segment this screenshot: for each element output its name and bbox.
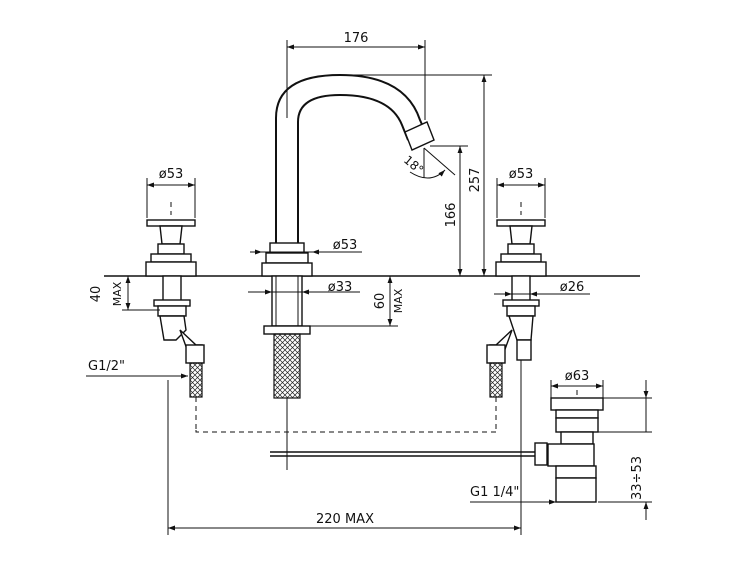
dim-deck-spout-max: MAX	[392, 288, 405, 313]
angle-line	[423, 147, 456, 176]
angle-arc	[409, 169, 446, 179]
waste-thread-label: G1 1/4"	[470, 485, 519, 500]
left-valve-body	[153, 275, 205, 430]
right-cross-handle	[495, 202, 547, 277]
dim-angle-label: 18°	[401, 153, 426, 177]
dim-left-handle-label: ø53	[159, 167, 184, 182]
dim-deck-left-label: 40	[89, 286, 104, 303]
dim-deck-spout-label: 60	[373, 293, 388, 310]
popup-rod	[270, 442, 548, 466]
dim-spout-shank-label: ø33	[328, 280, 353, 295]
dim-deck-left-max: MAX	[111, 281, 124, 306]
dim-right-shank-label: ø26	[560, 280, 585, 295]
dim-outlet-height-label: 166	[444, 203, 459, 228]
dim-right-handle-label: ø53	[509, 167, 534, 182]
right-valve-body	[486, 275, 540, 430]
dim-spout-base-label: ø53	[333, 238, 358, 253]
dim-centres-label: 220 MAX	[316, 512, 374, 527]
spout	[261, 73, 435, 277]
spout-shank	[263, 275, 311, 470]
dim-waste-label: ø63	[565, 369, 590, 384]
left-cross-handle	[145, 202, 197, 277]
waste-assembly	[547, 390, 604, 503]
dim-waste-range-label: 33÷53	[630, 456, 645, 500]
inlet-thread-label: G1/2"	[88, 359, 125, 374]
dim-reach-label: 176	[344, 31, 369, 46]
supply-hose-route	[195, 430, 497, 433]
dim-total-height-label: 257	[468, 168, 483, 193]
